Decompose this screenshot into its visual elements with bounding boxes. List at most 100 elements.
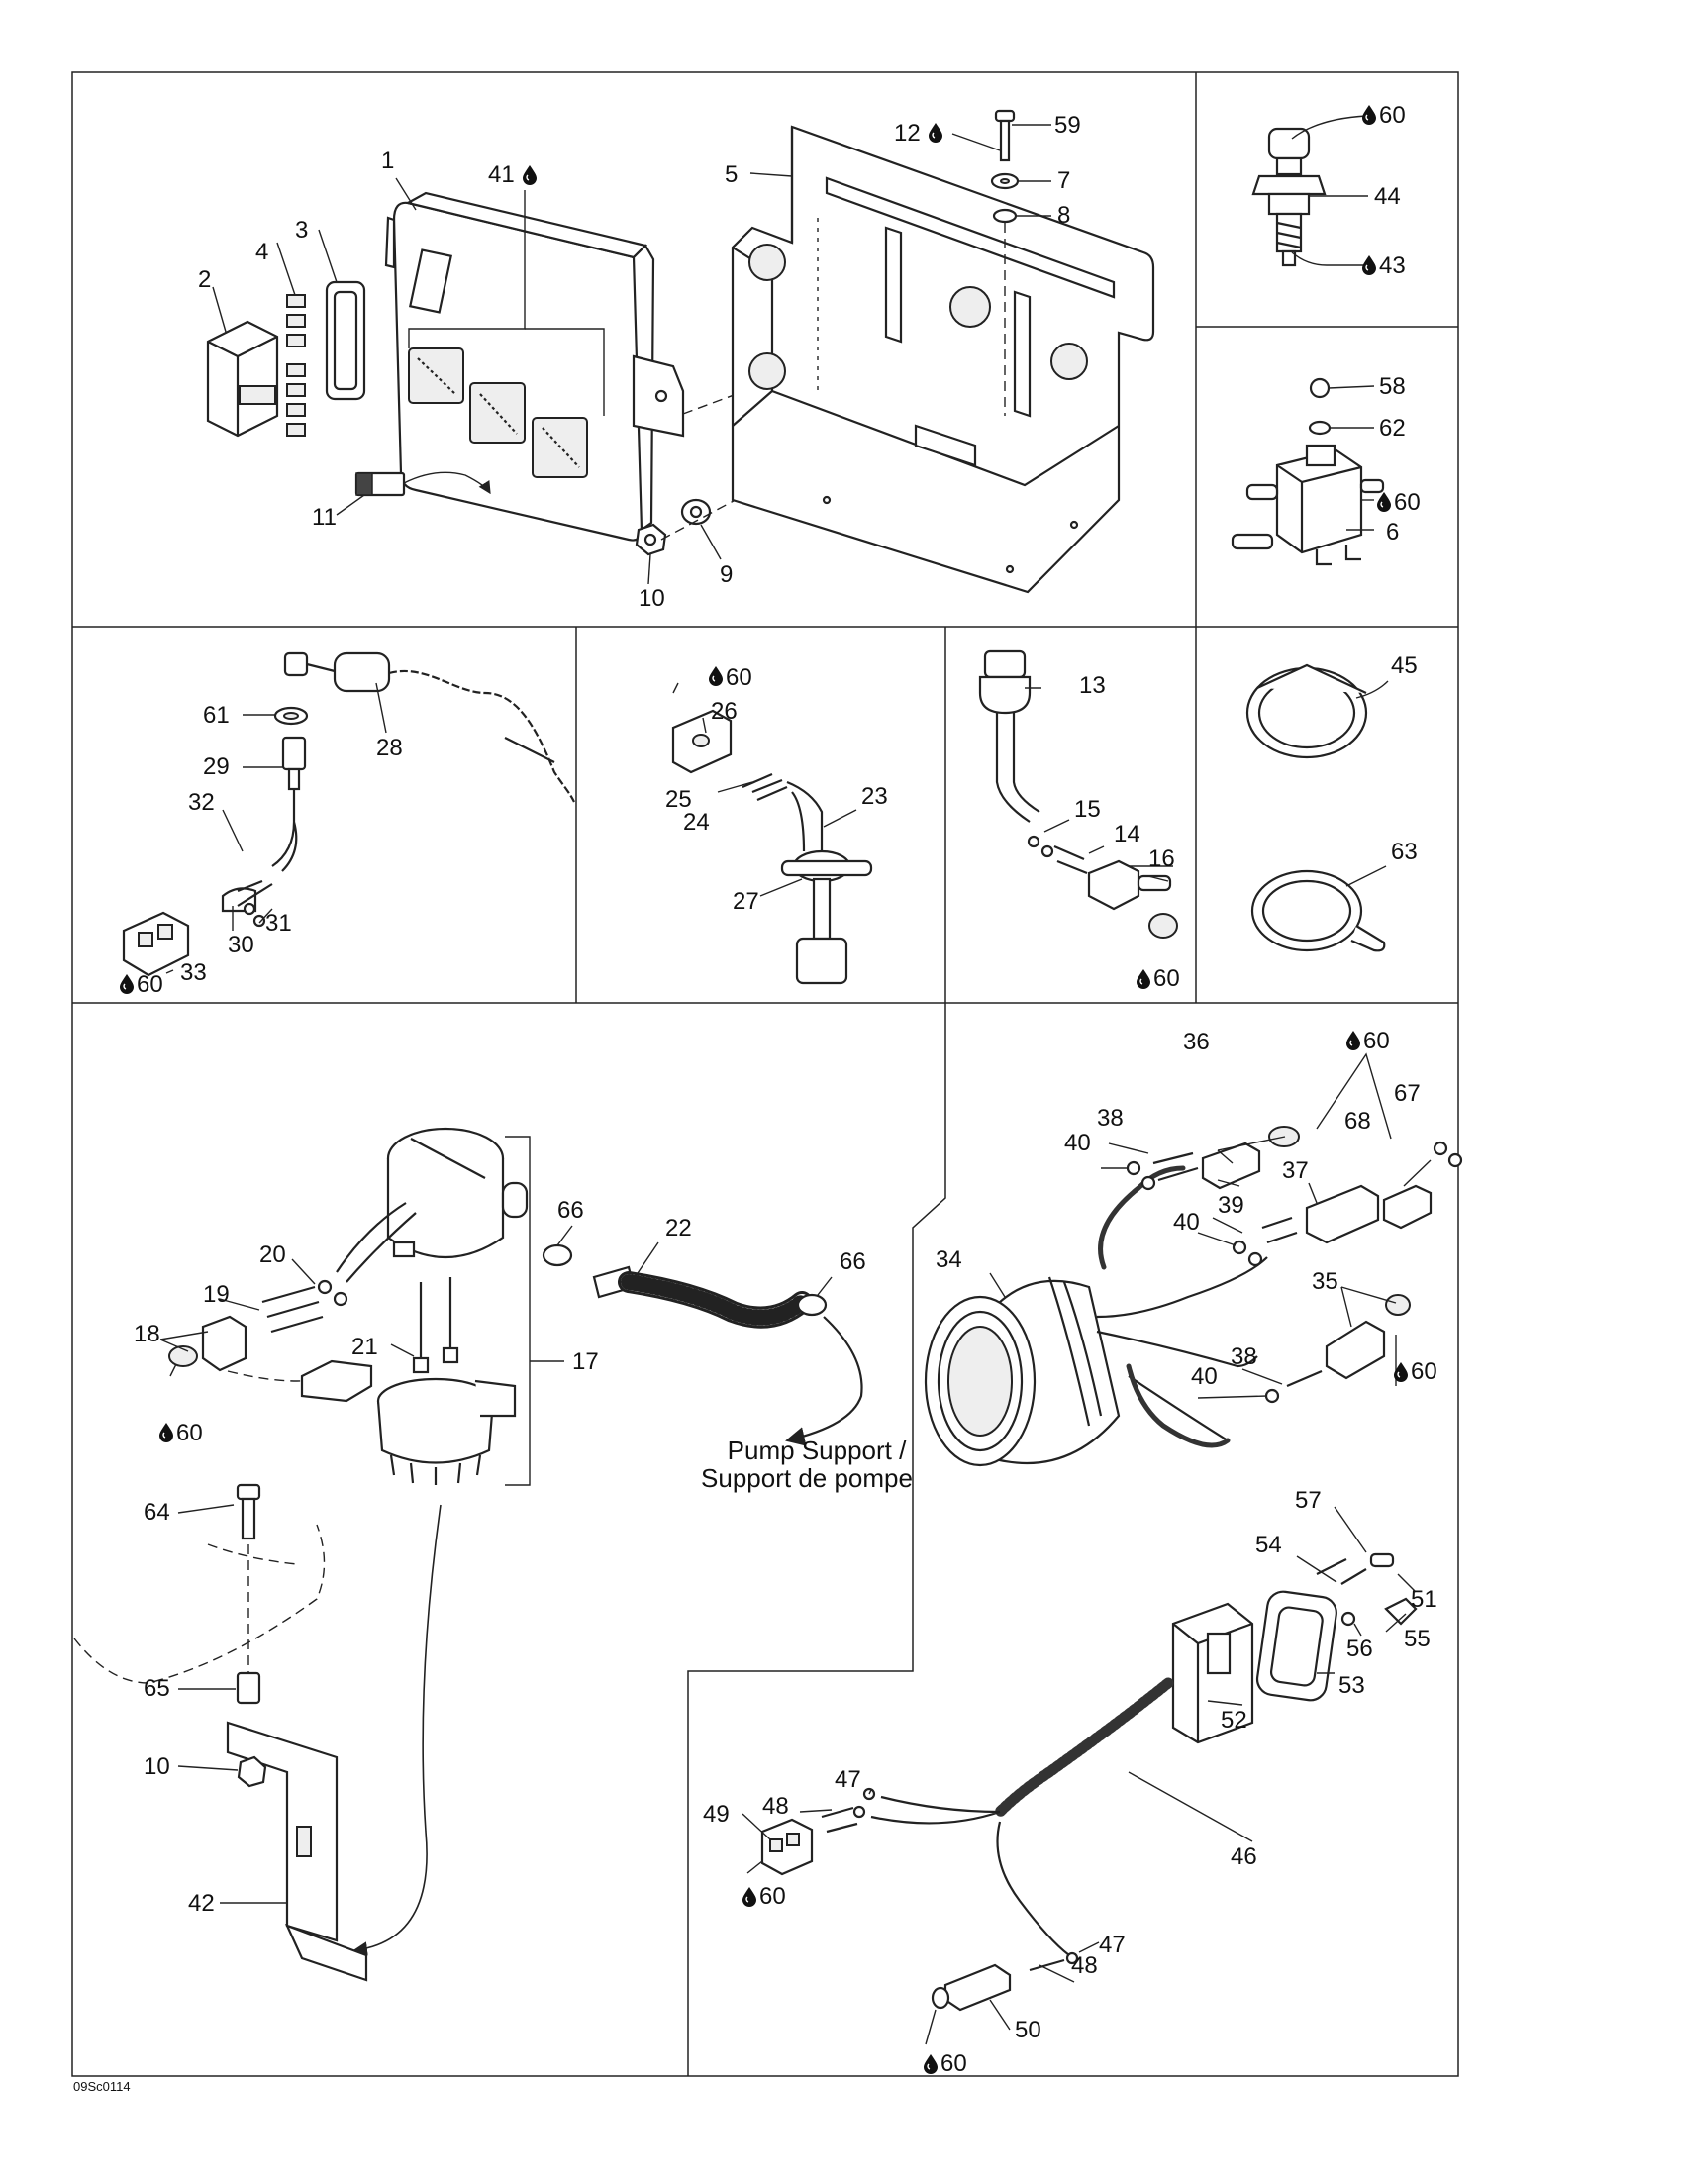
sensor-27-group: [671, 709, 873, 985]
callout-39: 39: [1218, 1192, 1244, 1219]
callout-12: 12: [894, 120, 921, 147]
callout-60-f: 60: [176, 1420, 203, 1446]
callout-55: 55: [1404, 1626, 1431, 1652]
callout-56: 56: [1346, 1636, 1373, 1662]
callout-54: 54: [1255, 1532, 1282, 1558]
callout-43: 43: [1379, 252, 1406, 279]
callout-7: 7: [1057, 167, 1070, 194]
callout-40-b: 40: [1173, 1209, 1200, 1236]
callout-29: 29: [203, 753, 230, 780]
nut-10-washer-9: [635, 390, 745, 556]
callout-44: 44: [1374, 183, 1401, 210]
callout-45: 45: [1391, 652, 1418, 679]
callout-25: 25: [665, 786, 692, 813]
callout-47-b: 47: [1099, 1932, 1126, 1958]
callout-50: 50: [1015, 2017, 1041, 2043]
callout-10-b: 10: [144, 1753, 170, 1780]
bracket-5: [731, 125, 1155, 594]
gauge-34-group: [924, 1052, 1463, 1467]
callout-20: 20: [259, 1241, 286, 1268]
callout-labels: 1 2 3 4 41 5 12 59 7 8 11 10 9 60 44 43 …: [73, 102, 1437, 2094]
callout-31: 31: [265, 910, 292, 937]
callout-51: 51: [1411, 1586, 1437, 1613]
seal-3: [325, 280, 366, 401]
callout-40-a: 40: [1064, 1130, 1091, 1156]
sensor-44: [1251, 127, 1327, 267]
callout-27: 27: [733, 888, 759, 915]
callout-5: 5: [725, 161, 738, 188]
callout-60-c: 60: [137, 971, 163, 998]
callout-6: 6: [1386, 519, 1399, 546]
callout-40-c: 40: [1191, 1363, 1218, 1390]
sensor-13-group: [978, 649, 1178, 939]
callout-60-h: 60: [1411, 1358, 1437, 1385]
callout-leaders: [159, 115, 1432, 2045]
callout-35: 35: [1312, 1268, 1338, 1295]
plug-11: [354, 471, 491, 497]
callout-37: 37: [1282, 1157, 1309, 1184]
callout-64: 64: [144, 1499, 170, 1526]
callout-57: 57: [1295, 1487, 1322, 1514]
callout-24: 24: [683, 809, 710, 836]
callout-42: 42: [188, 1890, 215, 1917]
callout-34: 34: [936, 1246, 962, 1273]
callout-11: 11: [312, 504, 337, 531]
callout-21: 21: [351, 1334, 378, 1360]
rings-45-63: [1245, 663, 1386, 952]
connector-2: [206, 320, 279, 438]
panel-frame: [71, 71, 1459, 2077]
figure-code: 09Sc0114: [73, 2079, 131, 2094]
callout-47-a: 47: [835, 1766, 861, 1793]
bilge-pump-group: [73, 1127, 863, 1982]
callout-68: 68: [1344, 1108, 1371, 1135]
callout-60-d: 60: [726, 664, 752, 691]
callout-36: 36: [1183, 1029, 1210, 1055]
callout-66-a: 66: [557, 1197, 584, 1224]
callout-26: 26: [711, 698, 738, 725]
callout-38-b: 38: [1231, 1343, 1257, 1370]
callout-46: 46: [1231, 1843, 1257, 1870]
callout-16: 16: [1148, 845, 1175, 872]
callout-60-e: 60: [1153, 965, 1180, 992]
callout-10-a: 10: [639, 585, 665, 612]
callout-62: 62: [1379, 415, 1406, 442]
callout-22: 22: [665, 1215, 692, 1241]
valve-6: [1231, 377, 1385, 566]
callout-9: 9: [720, 561, 733, 588]
callout-66-b: 66: [840, 1248, 866, 1275]
callout-48-a: 48: [762, 1793, 789, 1820]
callout-60-a: 60: [1379, 102, 1406, 129]
callout-61: 61: [203, 702, 230, 729]
callout-52: 52: [1221, 1707, 1247, 1734]
pump-support-caption-line2: Support de pompe: [701, 1463, 913, 1493]
callout-2: 2: [198, 266, 211, 293]
callout-48-b: 48: [1071, 1952, 1098, 1979]
callout-60-b: 60: [1394, 489, 1421, 516]
callout-53: 53: [1338, 1672, 1365, 1699]
callout-67: 67: [1394, 1080, 1421, 1107]
callout-15: 15: [1074, 796, 1101, 823]
callout-1: 1: [381, 148, 394, 174]
callout-28: 28: [376, 735, 403, 761]
callout-49: 49: [703, 1801, 730, 1828]
callout-60-g: 60: [1363, 1028, 1390, 1054]
callout-60-i: 60: [759, 1883, 786, 1910]
callout-33: 33: [180, 959, 207, 986]
harness-46-group: [760, 1552, 1418, 2012]
bolt-59-washers: [990, 109, 1020, 416]
callout-3: 3: [295, 217, 308, 244]
callout-14: 14: [1114, 821, 1140, 847]
callout-8: 8: [1057, 202, 1070, 229]
pump-support-caption-line1: Pump Support /: [728, 1436, 907, 1465]
callout-63: 63: [1391, 839, 1418, 865]
lanyard-switch-group: [122, 651, 575, 977]
callout-23: 23: [861, 783, 888, 810]
callout-38-a: 38: [1097, 1105, 1124, 1132]
callout-19: 19: [203, 1281, 230, 1308]
callout-30: 30: [228, 932, 254, 958]
callout-59: 59: [1054, 112, 1081, 139]
callout-60-j: 60: [940, 2050, 967, 2077]
callout-13: 13: [1079, 672, 1106, 699]
callout-41: 41: [488, 161, 515, 188]
